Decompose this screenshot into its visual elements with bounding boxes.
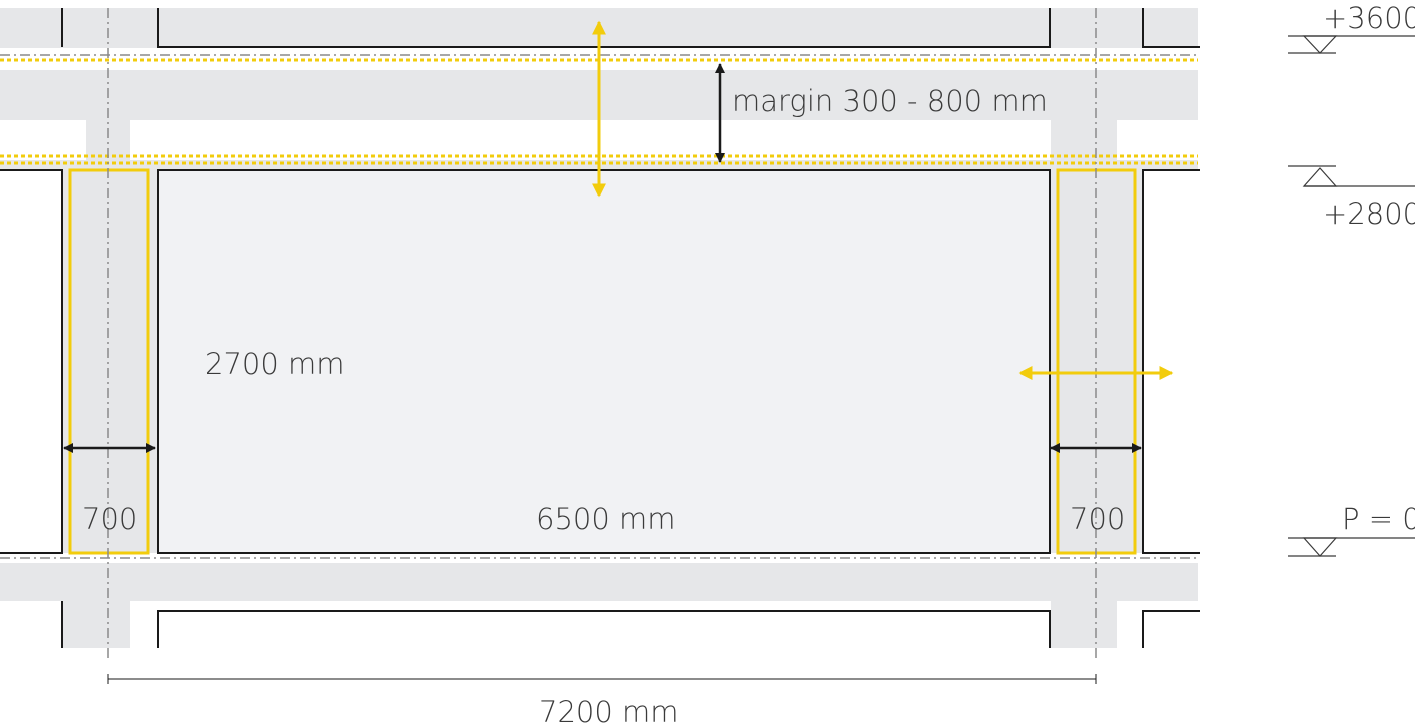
wall-outlines bbox=[0, 8, 1200, 648]
level-marker-floor bbox=[1288, 537, 1415, 557]
level-marker-ceiling bbox=[1288, 165, 1415, 187]
white-strips bbox=[0, 48, 1198, 648]
height-label: 2700 mm bbox=[205, 347, 345, 381]
level-label-floor: P = 0 bbox=[1342, 502, 1415, 536]
left-column-label: 700 bbox=[82, 502, 137, 536]
column-zone-left bbox=[68, 168, 150, 555]
main-panel bbox=[158, 170, 1050, 553]
margin-label: margin 300 - 800 mm bbox=[732, 84, 1048, 118]
width-label: 6500 mm bbox=[536, 502, 676, 536]
span-label: 7200 mm bbox=[539, 695, 679, 726]
span-dimension-line bbox=[107, 674, 1097, 684]
level-marker-top bbox=[1288, 35, 1415, 54]
right-column-label: 700 bbox=[1070, 502, 1125, 536]
level-label-ceiling: +2800 bbox=[1323, 197, 1415, 231]
grid-axes bbox=[0, 8, 1198, 660]
level-label-top: +3600 bbox=[1323, 1, 1415, 35]
